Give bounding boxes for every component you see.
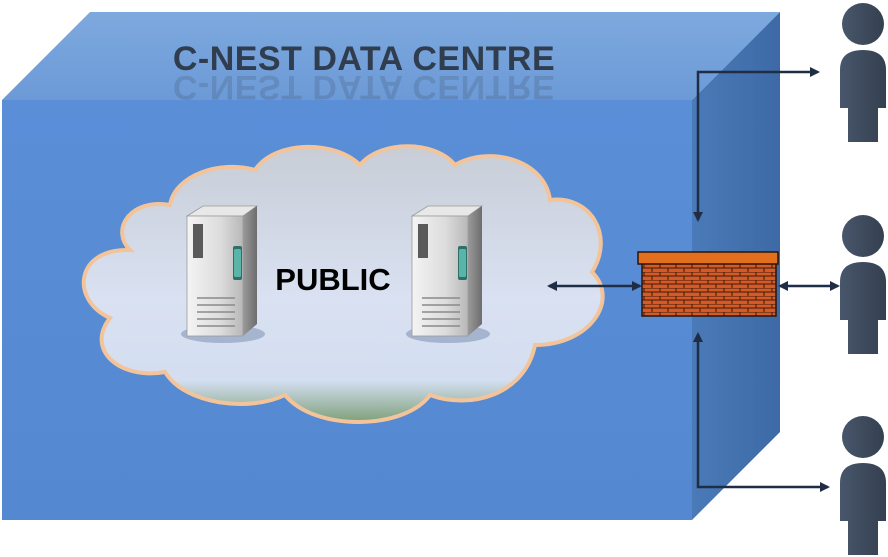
arrow-top-user (693, 67, 820, 222)
connector-arrows (547, 67, 840, 492)
server-icon (406, 205, 490, 343)
firewall-icon (637, 251, 779, 317)
title-group: C-NEST DATA CENTRE C-NEST DATA CENTRE (173, 40, 555, 106)
person-icon (840, 416, 886, 555)
person-icon (840, 215, 886, 354)
arrow-bottom-user (693, 332, 830, 492)
page-title: C-NEST DATA CENTRE (173, 40, 555, 78)
box-top-face (2, 12, 780, 100)
title-reflection: C-NEST DATA CENTRE (173, 68, 555, 106)
cloud-label: PUBLIC (275, 262, 390, 297)
person-icon (840, 3, 886, 142)
server-icon (181, 205, 265, 343)
